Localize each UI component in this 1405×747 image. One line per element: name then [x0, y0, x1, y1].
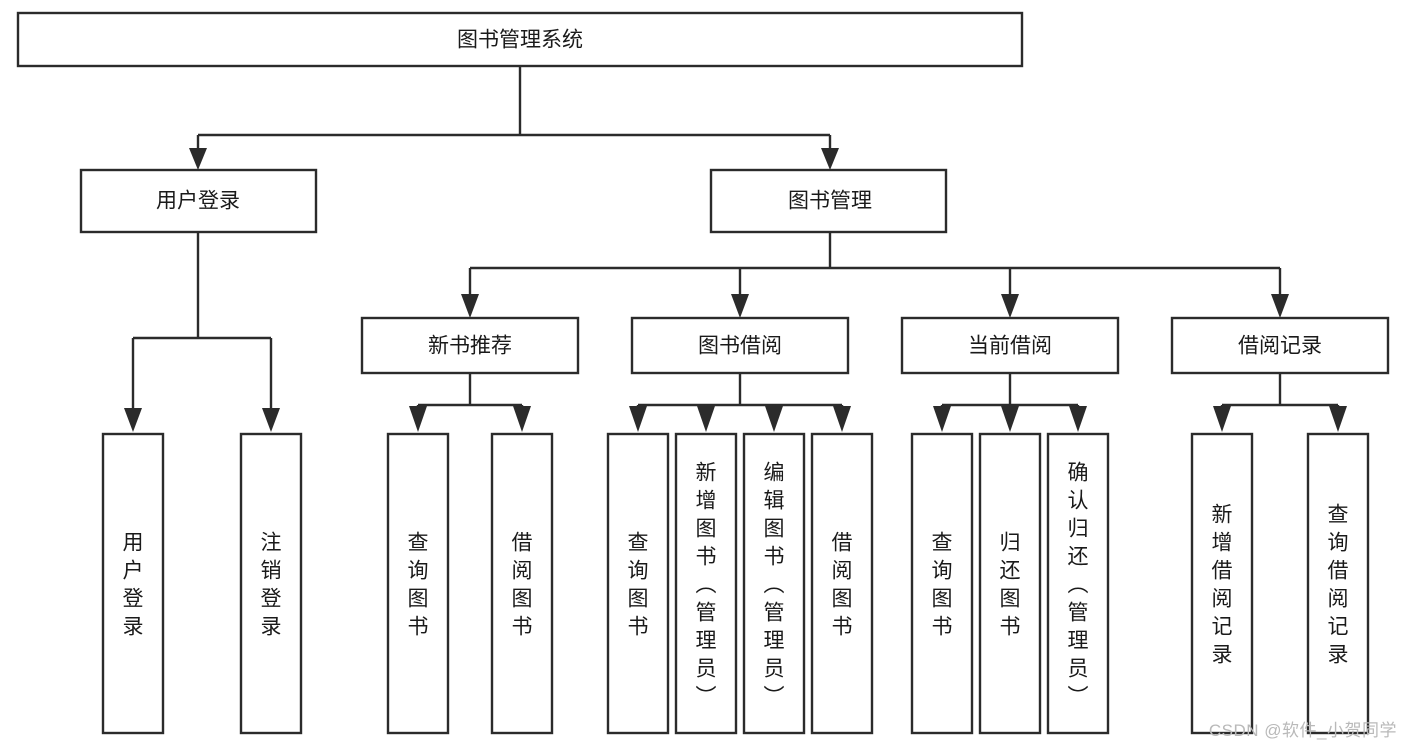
- connector-group-current-borrow: [933, 373, 1087, 432]
- arrow-head-leaf-user-login: [124, 408, 142, 432]
- arrow-head-leaf-cur-query: [933, 406, 951, 432]
- arrow-head-leaf-borrow-add: [697, 406, 715, 432]
- node-leaf-user-logout[interactable]: [239, 432, 303, 735]
- arrow-head-current-borrow: [1001, 294, 1019, 318]
- connector-group-user-login: [124, 232, 280, 432]
- node-book-borrow-label: 图书借阅: [698, 335, 782, 358]
- node-leaf-rec-query[interactable]: [386, 432, 450, 735]
- arrow-head-book-manage: [821, 148, 839, 170]
- node-leaf-borrow-add-box[interactable]: [674, 432, 738, 735]
- node-book-manage-label: 图书管理: [788, 190, 872, 213]
- node-leaf-borrow-lend-box[interactable]: [810, 432, 874, 735]
- node-current-borrow[interactable]: 当前借阅: [900, 316, 1120, 375]
- node-leaf-borrow-edit-box[interactable]: [742, 432, 806, 735]
- node-leaf-cur-return[interactable]: [978, 432, 1042, 735]
- node-current-borrow-box[interactable]: [900, 316, 1120, 375]
- connector-group-book-manage: [461, 232, 1289, 318]
- arrow-head-leaf-cur-return: [1001, 406, 1019, 432]
- node-user-login[interactable]: 用户登录: [79, 168, 318, 234]
- node-leaf-user-login-box[interactable]: [101, 432, 165, 735]
- node-leaf-rec-borrow-label: 借阅图书: [512, 531, 533, 638]
- leaf-label-layer: 用户登录 注销登录 查询图书 借阅图书 查询图书 新增图书︵管理员︶ 编辑图书︵管理员︶ 借阅…: [123, 461, 1349, 708]
- node-borrow-record[interactable]: 借阅记录: [1170, 316, 1390, 375]
- node-borrow-record-box[interactable]: [1170, 316, 1390, 375]
- node-leaf-borrow-query[interactable]: [606, 432, 670, 735]
- arrow-head-leaf-borrow-lend: [833, 406, 851, 432]
- node-leaf-borrow-edit-label: 编辑图书︵管理员︶: [764, 461, 785, 708]
- arrow-head-borrow-record: [1271, 294, 1289, 318]
- node-leaf-rec-add-box[interactable]: [1190, 432, 1254, 735]
- node-leaf-cur-query-box[interactable]: [910, 432, 974, 735]
- node-new-book-rec-label: 新书推荐: [428, 335, 512, 358]
- node-leaf-borrow-edit[interactable]: [742, 432, 806, 735]
- node-new-book-rec[interactable]: 新书推荐: [360, 316, 580, 375]
- node-leaf-cur-return-label: 归还图书: [1000, 531, 1021, 638]
- node-new-book-rec-box[interactable]: [360, 316, 580, 375]
- node-leaf-cur-query[interactable]: [910, 432, 974, 735]
- node-leaf-rec-borrow[interactable]: [490, 432, 554, 735]
- node-leaf-rec-search-label: 查询借阅记录: [1328, 503, 1349, 666]
- node-leaf-user-logout-box[interactable]: [239, 432, 303, 735]
- connector-group-root: [189, 66, 839, 170]
- node-current-borrow-label: 当前借阅: [968, 335, 1052, 358]
- node-leaf-cur-query-label: 查询图书: [932, 531, 953, 638]
- node-leaf-rec-add[interactable]: [1190, 432, 1254, 735]
- node-book-borrow[interactable]: 图书借阅: [630, 316, 850, 375]
- node-leaf-rec-search-box[interactable]: [1306, 432, 1370, 735]
- node-leaf-rec-query-box[interactable]: [386, 432, 450, 735]
- arrow-head-book-borrow: [731, 294, 749, 318]
- node-leaf-cur-confirm-label: 确认归还︵管理员︶: [1068, 461, 1089, 708]
- node-leaf-borrow-add-label: 新增图书︵管理员︶: [696, 461, 717, 708]
- arrow-head-new-book-rec: [461, 294, 479, 318]
- node-leaf-cur-confirm-box[interactable]: [1046, 432, 1110, 735]
- node-leaf-borrow-add[interactable]: [674, 432, 738, 735]
- arrow-head-leaf-rec-add: [1213, 406, 1231, 432]
- arrow-head-user-login: [189, 148, 207, 170]
- node-leaf-borrow-lend[interactable]: [810, 432, 874, 735]
- node-user-login-label: 用户登录: [156, 190, 240, 213]
- watermark-text: CSDN @软件_小贺同学: [1208, 721, 1397, 740]
- arrow-head-leaf-rec-borrow: [513, 406, 531, 432]
- node-book-manage[interactable]: 图书管理: [709, 168, 948, 234]
- node-leaf-cur-return-box[interactable]: [978, 432, 1042, 735]
- node-leaf-user-logout-label: 注销登录: [261, 531, 282, 638]
- node-leaf-borrow-lend-label: 借阅图书: [832, 531, 853, 638]
- node-leaf-rec-query-label: 查询图书: [408, 531, 429, 638]
- connector-group-new-book-rec: [409, 373, 531, 432]
- node-book-manage-box[interactable]: [709, 168, 948, 234]
- arrow-head-leaf-cur-confirm: [1069, 406, 1087, 432]
- node-leaf-user-login[interactable]: [101, 432, 165, 735]
- arrow-head-leaf-borrow-query: [629, 406, 647, 432]
- node-leaf-user-login-label: 用户登录: [123, 531, 144, 638]
- arrow-head-leaf-rec-query: [409, 406, 427, 432]
- node-leaf-borrow-query-label: 查询图书: [628, 531, 649, 638]
- arrow-head-leaf-user-logout: [262, 408, 280, 432]
- connector-group-book-borrow: [629, 373, 851, 432]
- node-borrow-record-label: 借阅记录: [1238, 335, 1322, 358]
- node-leaf-rec-add-label: 新增借阅记录: [1212, 503, 1233, 666]
- node-root[interactable]: 图书管理系统: [16, 11, 1024, 68]
- node-leaf-borrow-query-box[interactable]: [606, 432, 670, 735]
- node-book-borrow-box[interactable]: [630, 316, 850, 375]
- node-leaf-rec-borrow-box[interactable]: [490, 432, 554, 735]
- node-user-login-box[interactable]: [79, 168, 318, 234]
- node-leaf-cur-confirm[interactable]: [1046, 432, 1110, 735]
- node-root-box[interactable]: [16, 11, 1024, 68]
- connector-group-borrow-record: [1213, 373, 1347, 432]
- arrow-head-leaf-borrow-edit: [765, 406, 783, 432]
- node-leaf-rec-search[interactable]: [1306, 432, 1370, 735]
- node-root-label: 图书管理系统: [457, 29, 583, 52]
- arrow-head-leaf-rec-search: [1329, 406, 1347, 432]
